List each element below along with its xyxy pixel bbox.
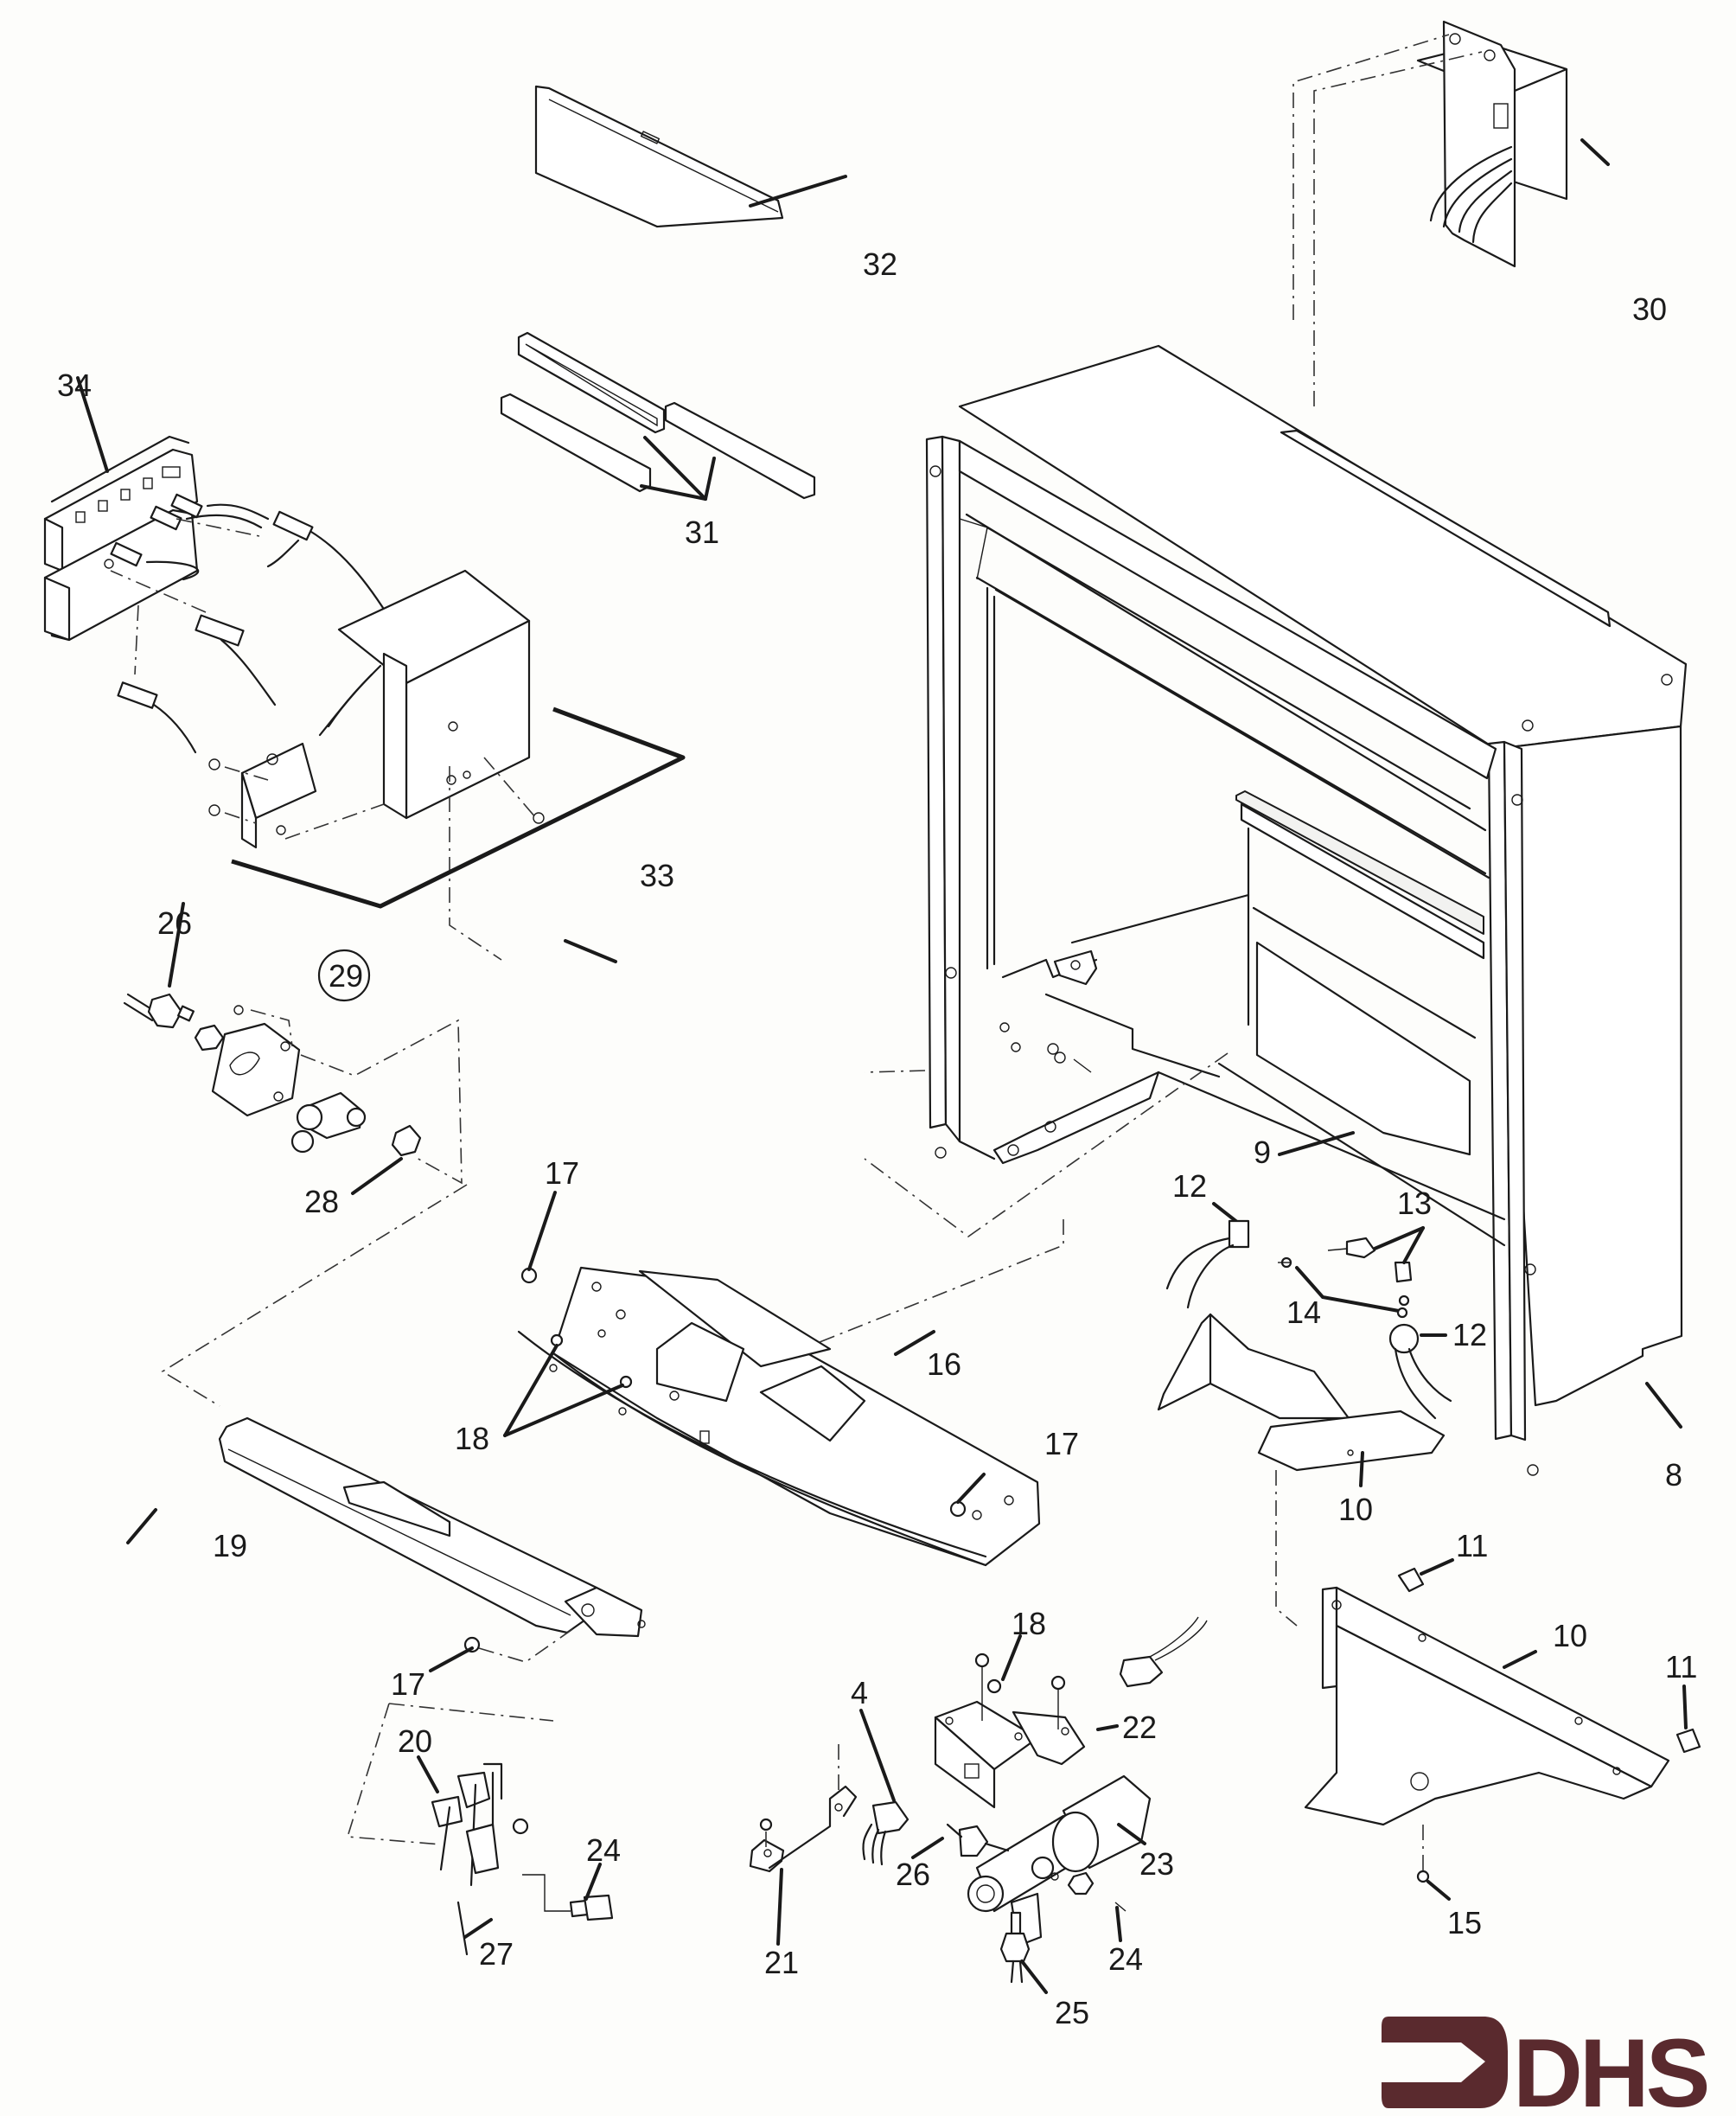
callout-19: 19 <box>213 1528 247 1563</box>
part-12-13-14-ignition <box>1165 1202 1452 1420</box>
callout-12-ignitor: 12 <box>1452 1317 1487 1352</box>
callout-31: 31 <box>685 515 719 550</box>
logo-text: DHS <box>1513 2019 1707 2116</box>
pilot-frame <box>346 1703 554 1845</box>
callout-20: 20 <box>398 1723 432 1759</box>
callout-26-orifice: 26 <box>157 905 192 941</box>
mount-line-8 <box>864 1052 1229 1237</box>
callout-26-valve: 26 <box>896 1857 930 1892</box>
part-33-junction-bracket <box>208 569 686 963</box>
part-29-orifice-assembly <box>123 902 468 1407</box>
part-34-harness <box>110 493 399 754</box>
part-20-pilot-assembly <box>346 1703 614 1956</box>
part-21-bracket <box>749 1738 858 1946</box>
callout-17-pan-left: 17 <box>545 1155 579 1191</box>
part-4-wire-harness <box>859 1616 1208 1866</box>
part-22-valve-bracket <box>934 1634 1119 1809</box>
part-8-firebox <box>925 344 1688 1476</box>
part-23-gas-valve <box>911 1774 1152 1994</box>
callout-4: 4 <box>851 1675 868 1710</box>
callout-28: 28 <box>304 1184 339 1219</box>
dhs-logo: DHS <box>1382 2017 1711 2116</box>
callout-30: 30 <box>1632 291 1667 327</box>
mount-line-16 <box>725 1219 1064 1380</box>
part-34-control-module <box>43 376 199 642</box>
callout-17-burner: 17 <box>391 1666 425 1702</box>
arrow-bracket-icon <box>1382 2017 1508 2108</box>
callout-25: 25 <box>1055 1995 1089 2030</box>
callout-12-hood: 12 <box>1172 1168 1207 1204</box>
callout-14: 14 <box>1286 1295 1321 1330</box>
callout-32: 32 <box>863 246 897 282</box>
callout-21: 21 <box>764 1945 799 1980</box>
callout-24-valve: 24 <box>1108 1941 1143 1977</box>
part-10-upper-grate <box>1157 1313 1446 1487</box>
callout-11-right: 11 <box>1665 1649 1697 1684</box>
callout-23: 23 <box>1139 1846 1174 1882</box>
mount-line-30 <box>1292 34 1450 320</box>
callout-9: 9 <box>1254 1135 1271 1170</box>
part-16-burner-pan <box>503 1191 1041 1567</box>
callout-10-upper: 10 <box>1338 1492 1373 1527</box>
callout-13: 13 <box>1397 1186 1432 1221</box>
callout-labels: 34 32 31 30 33 26 29 28 17 18 16 17 19 1… <box>57 246 1697 2030</box>
part-31-baffle-gaskets <box>500 331 816 501</box>
mount-line-30b <box>1313 51 1483 406</box>
part-19-burner <box>126 1416 646 1672</box>
part-32-top-baffle <box>534 85 847 228</box>
callout-15: 15 <box>1447 1905 1482 1940</box>
part-10-lower-grate <box>1304 1558 1701 1901</box>
callout-24-pilot: 24 <box>586 1832 621 1868</box>
callout-34: 34 <box>57 368 92 403</box>
part-30-junction-box <box>1416 20 1610 268</box>
callout-33: 33 <box>640 858 674 893</box>
callout-16: 16 <box>927 1346 961 1382</box>
leader-9 <box>1278 1131 1355 1156</box>
callout-27: 27 <box>479 1936 514 1972</box>
callout-10-lower: 10 <box>1553 1618 1587 1653</box>
callout-11-left: 11 <box>1456 1528 1488 1563</box>
callout-18-valve: 18 <box>1012 1606 1046 1641</box>
callout-8: 8 <box>1665 1457 1682 1493</box>
callout-22: 22 <box>1122 1710 1157 1745</box>
callout-17-pan-right: 17 <box>1044 1426 1079 1461</box>
callout-29: 29 <box>329 958 363 994</box>
callout-18-pan: 18 <box>455 1421 489 1456</box>
mount-line-10 <box>1275 1470 1298 1627</box>
